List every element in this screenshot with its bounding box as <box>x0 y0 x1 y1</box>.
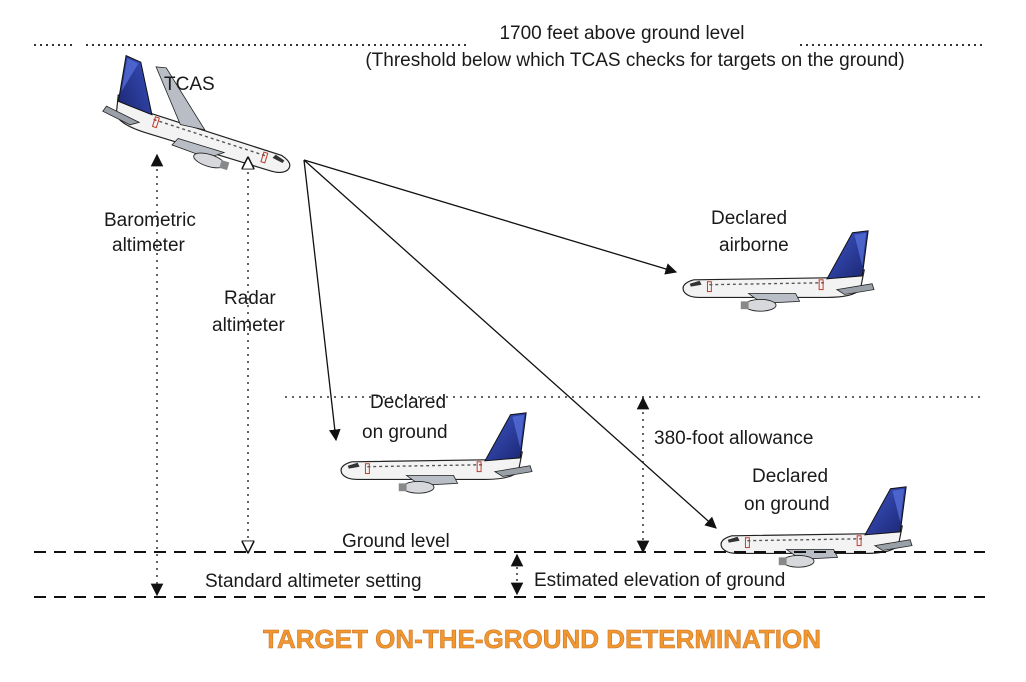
ground1-label-line2: on ground <box>362 422 448 443</box>
ground1-label-line1: Declared <box>370 392 446 413</box>
los-arrow-airborne <box>303 159 678 275</box>
allowance-label: 380-foot allowance <box>654 428 814 449</box>
caption-title: TARGET ON-THE-GROUND DETERMINATION <box>263 624 821 654</box>
tcas-label: TCAS <box>164 74 215 95</box>
ground2-label-line1: Declared <box>752 466 828 487</box>
ground2-label-line2: on ground <box>744 494 830 515</box>
airborne-label-line2: airborne <box>719 235 789 256</box>
threshold-text-line1: 1700 feet above ground level <box>499 23 744 44</box>
barometric-label-line1: Barometric <box>104 210 196 231</box>
ground-level-label: Ground level <box>342 531 450 552</box>
barometric-label-line2: altimeter <box>112 235 186 256</box>
radar-label-line2: altimeter <box>212 315 286 336</box>
los-arrow-ground-1 <box>303 159 341 442</box>
standard-setting-label: Standard altimeter setting <box>205 571 422 592</box>
threshold-text-line2: (Threshold below which TCAS checks for t… <box>365 50 904 71</box>
airborne-label-line1: Declared <box>711 208 787 229</box>
radar-label-line1: Radar <box>224 288 276 309</box>
estimated-elevation-label: Estimated elevation of ground <box>534 570 785 591</box>
tcas-aircraft <box>95 53 308 190</box>
